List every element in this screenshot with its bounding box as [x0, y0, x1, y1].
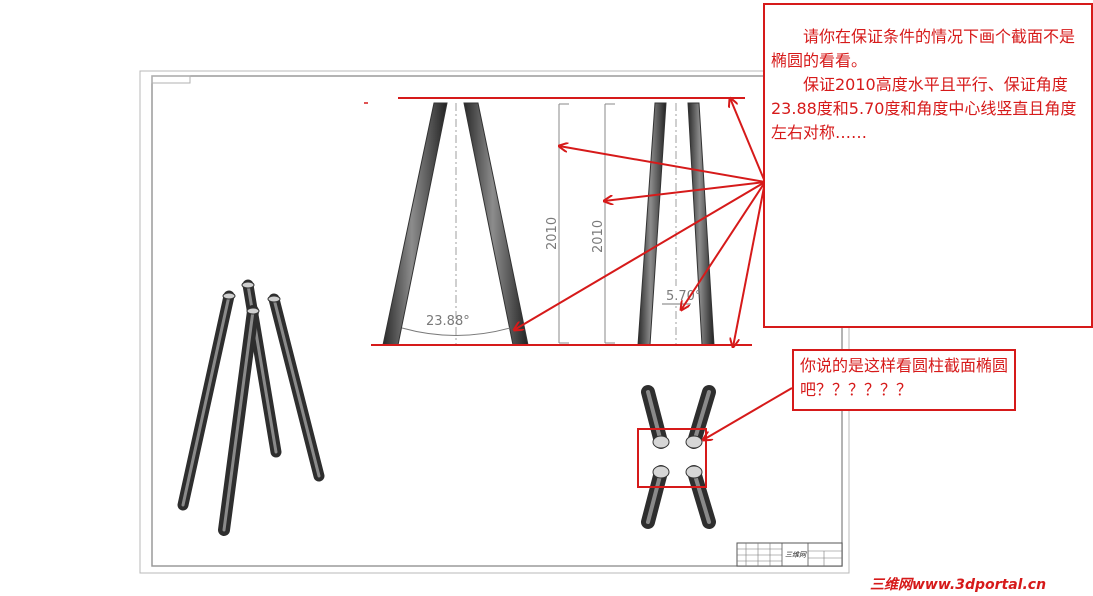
main-note-paragraph-2: 保证2010高度水平且平行、保证角度23.88度和5.70度和角度中心线竖直且角…: [771, 75, 1077, 142]
main-annotation-note: 请你在保证条件的情况下画个截面不是椭圆的看看。 保证2010高度水平且平行、保证…: [763, 3, 1093, 328]
title-block-company: 三维网: [785, 551, 807, 559]
angle-label-right: 5.70°: [666, 289, 701, 304]
main-note-paragraph-1: 请你在保证条件的情况下画个截面不是椭圆的看看。: [771, 27, 1076, 70]
height-label-left: 2010: [545, 217, 560, 250]
side-view-rod-left: [637, 102, 667, 346]
isometric-rod-view: [177, 279, 325, 536]
ellipse-highlight-box: [637, 428, 707, 488]
front-view-rod-right: [463, 102, 529, 346]
secondary-annotation-note: 你说的是这样看圆柱截面椭圆吧？？？？？？: [792, 349, 1016, 411]
red-markup: [364, 98, 793, 488]
secondary-note-text: 你说的是这样看圆柱截面椭圆吧？？？？？？: [800, 356, 1009, 399]
title-block: 三维网: [736, 542, 843, 567]
angle-label-left: 23.88°: [426, 314, 470, 329]
height-label-right: 2010: [591, 220, 606, 253]
watermark: 三维网www.3dportal.cn: [870, 577, 1047, 593]
front-view-rod-left: [382, 102, 448, 346]
front-view: 23.88° 2010: [382, 102, 569, 346]
top-view-rods: [641, 385, 716, 529]
